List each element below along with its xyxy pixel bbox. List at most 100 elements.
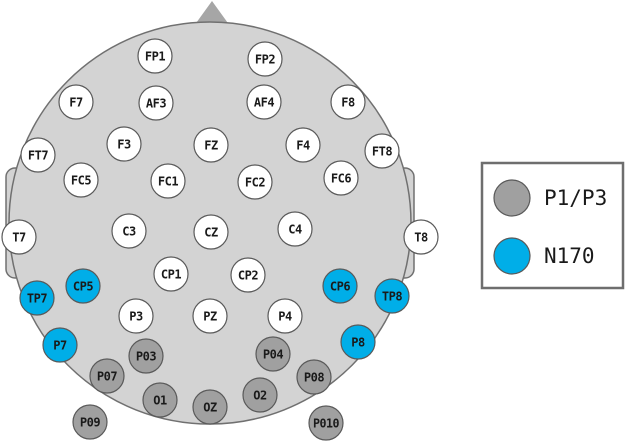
electrode-marker bbox=[111, 213, 147, 249]
electrode-marker bbox=[193, 214, 229, 250]
electrode-marker bbox=[138, 85, 174, 121]
electrode-marker bbox=[192, 389, 228, 425]
electrode-label: CP6 bbox=[330, 280, 350, 294]
electrode-marker bbox=[19, 280, 55, 316]
electrode-marker bbox=[72, 404, 108, 440]
electrode-label: C3 bbox=[122, 225, 136, 239]
electrode-label: P7 bbox=[53, 339, 67, 353]
electrode-label: F3 bbox=[117, 138, 131, 152]
electrode-c3: C3 bbox=[111, 213, 147, 249]
electrode-marker bbox=[237, 164, 273, 200]
electrode-marker bbox=[323, 160, 359, 196]
electrode-label: CP2 bbox=[238, 269, 258, 283]
electrode-label: P09 bbox=[80, 416, 100, 430]
electrode-marker bbox=[192, 298, 228, 334]
electrode-label: P07 bbox=[97, 370, 117, 384]
electrode-marker bbox=[150, 163, 186, 199]
electrode-marker bbox=[58, 84, 94, 120]
electrode-cp2: CP2 bbox=[230, 257, 266, 293]
electrode-label: P03 bbox=[136, 350, 156, 364]
legend-label: P1/P3 bbox=[544, 186, 607, 210]
electrode-label: OZ bbox=[203, 401, 217, 415]
electrode-marker bbox=[247, 41, 283, 77]
electrode-cp5: CP5 bbox=[65, 268, 101, 304]
electrode-marker bbox=[128, 338, 164, 374]
electrode-af3: AF3 bbox=[138, 85, 174, 121]
electrode-label: FC5 bbox=[71, 174, 91, 188]
electrode-marker bbox=[106, 126, 142, 162]
electrode-label: FP1 bbox=[145, 50, 165, 64]
electrode-marker bbox=[230, 257, 266, 293]
electrode-marker bbox=[285, 127, 321, 163]
electrode-f7: F7 bbox=[58, 84, 94, 120]
electrode-p8: P8 bbox=[340, 324, 376, 360]
legend-item-p1-p3: P1/P3 bbox=[493, 179, 607, 217]
electrode-p3: P3 bbox=[118, 298, 154, 334]
electrode-fz: FZ bbox=[193, 127, 229, 163]
electrode-marker bbox=[89, 358, 125, 394]
electrode-o2: O2 bbox=[242, 377, 278, 413]
electrode-label: P8 bbox=[351, 336, 365, 350]
electrode-oz: OZ bbox=[192, 389, 228, 425]
electrode-label: TP7 bbox=[27, 292, 47, 306]
electrode-ft7: FT7 bbox=[20, 137, 56, 173]
electrode-marker bbox=[63, 162, 99, 198]
legend-label: N170 bbox=[544, 244, 595, 268]
electrode-fp1: FP1 bbox=[137, 38, 173, 74]
electrode-marker bbox=[65, 268, 101, 304]
electrode-p08: P08 bbox=[296, 359, 332, 395]
electrode-marker bbox=[137, 38, 173, 74]
electrode-label: F8 bbox=[341, 96, 355, 110]
electrode-label: AF3 bbox=[146, 97, 166, 111]
electrode-label: FC2 bbox=[245, 176, 265, 190]
legend-swatch bbox=[493, 179, 531, 217]
electrode-marker bbox=[255, 336, 291, 372]
electrode-label: P3 bbox=[129, 310, 143, 324]
electrode-p4: P4 bbox=[267, 298, 303, 334]
electrode-label: F4 bbox=[296, 139, 310, 153]
electrode-p010: P010 bbox=[308, 405, 344, 441]
electrode-marker bbox=[277, 211, 313, 247]
electrode-marker bbox=[142, 382, 178, 418]
electrode-t8: T8 bbox=[403, 219, 439, 255]
electrode-cp6: CP6 bbox=[322, 268, 358, 304]
electrode-label: AF4 bbox=[254, 96, 274, 110]
electrode-p07: P07 bbox=[89, 358, 125, 394]
electrode-tp7: TP7 bbox=[19, 280, 55, 316]
electrode-marker bbox=[308, 405, 344, 441]
electrode-cp1: CP1 bbox=[153, 256, 189, 292]
electrode-t7: T7 bbox=[1, 219, 37, 255]
electrode-label: CP5 bbox=[73, 280, 93, 294]
electrode-marker bbox=[267, 298, 303, 334]
electrode-fc6: FC6 bbox=[323, 160, 359, 196]
electrode-label: T7 bbox=[12, 231, 26, 245]
electrode-f3: F3 bbox=[106, 126, 142, 162]
electrode-label: FT7 bbox=[28, 149, 48, 163]
electrode-label: T8 bbox=[414, 231, 428, 245]
electrode-fp2: FP2 bbox=[247, 41, 283, 77]
electrode-p09: P09 bbox=[72, 404, 108, 440]
electrode-p04: P04 bbox=[255, 336, 291, 372]
electrode-label: P04 bbox=[263, 348, 283, 362]
electrode-c4: C4 bbox=[277, 211, 313, 247]
electrode-fc2: FC2 bbox=[237, 164, 273, 200]
electrode-label: CP1 bbox=[161, 268, 181, 282]
legend-item-n170: N170 bbox=[493, 237, 595, 275]
electrode-marker bbox=[118, 298, 154, 334]
electrode-marker bbox=[246, 84, 282, 120]
electrode-fc5: FC5 bbox=[63, 162, 99, 198]
electrode-pz: PZ bbox=[192, 298, 228, 334]
electrode-af4: AF4 bbox=[246, 84, 282, 120]
electrode-label: FT8 bbox=[372, 145, 392, 159]
electrode-label: C4 bbox=[288, 223, 302, 237]
electrode-p03: P03 bbox=[128, 338, 164, 374]
electrode-label: CZ bbox=[204, 226, 218, 240]
electrode-label: FC6 bbox=[331, 172, 351, 186]
electrode-label: P08 bbox=[304, 371, 324, 385]
electrode-marker bbox=[42, 327, 78, 363]
electrode-label: FZ bbox=[204, 139, 218, 153]
electrode-label: P010 bbox=[313, 417, 339, 431]
electrode-label: O1 bbox=[153, 394, 167, 408]
